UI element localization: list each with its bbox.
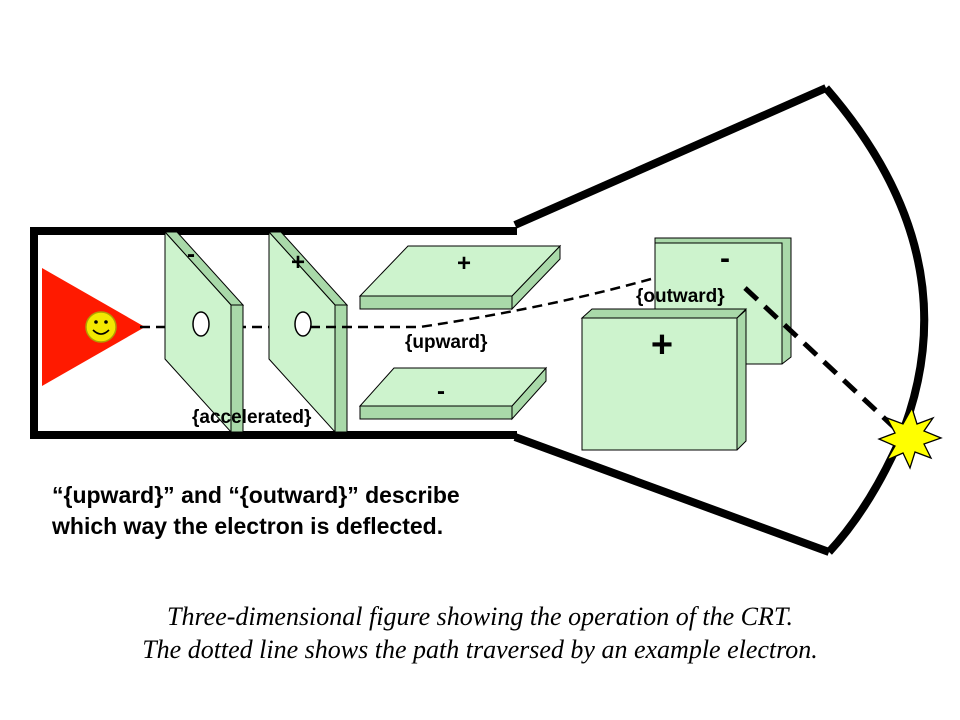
- accelerated-label: {accelerated}: [192, 407, 312, 428]
- figure-caption-line-2: The dotted line shows the path traversed…: [142, 635, 818, 664]
- electron-path-final: [743, 286, 900, 433]
- figure-caption: Three-dimensional figure showing the ope…: [0, 600, 960, 666]
- figure-caption-line-1: Three-dimensional figure showing the ope…: [167, 602, 793, 631]
- vertical-plate-bottom-sign: -: [437, 378, 445, 405]
- deflection-description-line-1: “{upward}” and “{outward}” describe: [52, 482, 460, 508]
- deflection-description-line-2: which way the electron is deflected.: [52, 513, 444, 539]
- impact-flash-icon: [877, 406, 943, 470]
- vertical-deflection-plate-top: +: [358, 244, 562, 311]
- accelerating-plate-negative: -: [163, 230, 245, 434]
- vertical-plate-top-sign: +: [457, 250, 471, 277]
- upward-label: {upward}: [405, 332, 488, 353]
- horizontal-plate-back-sign: -: [720, 242, 730, 275]
- deflection-description: “{upward}” and “{outward}” describe whic…: [52, 480, 612, 542]
- accelerating-plate-positive: +: [267, 230, 349, 434]
- horizontal-plate-front-sign: +: [651, 324, 673, 366]
- electron-smiley-icon: [85, 311, 117, 343]
- vertical-deflection-plate-bottom: -: [358, 366, 548, 421]
- horizontal-deflection-plate-front: +: [580, 308, 748, 451]
- accelerating-plate-positive-sign: +: [291, 249, 305, 276]
- outward-label: {outward}: [636, 286, 725, 307]
- tube-funnel: [513, 84, 929, 556]
- accelerating-plate-negative-sign: -: [187, 241, 195, 268]
